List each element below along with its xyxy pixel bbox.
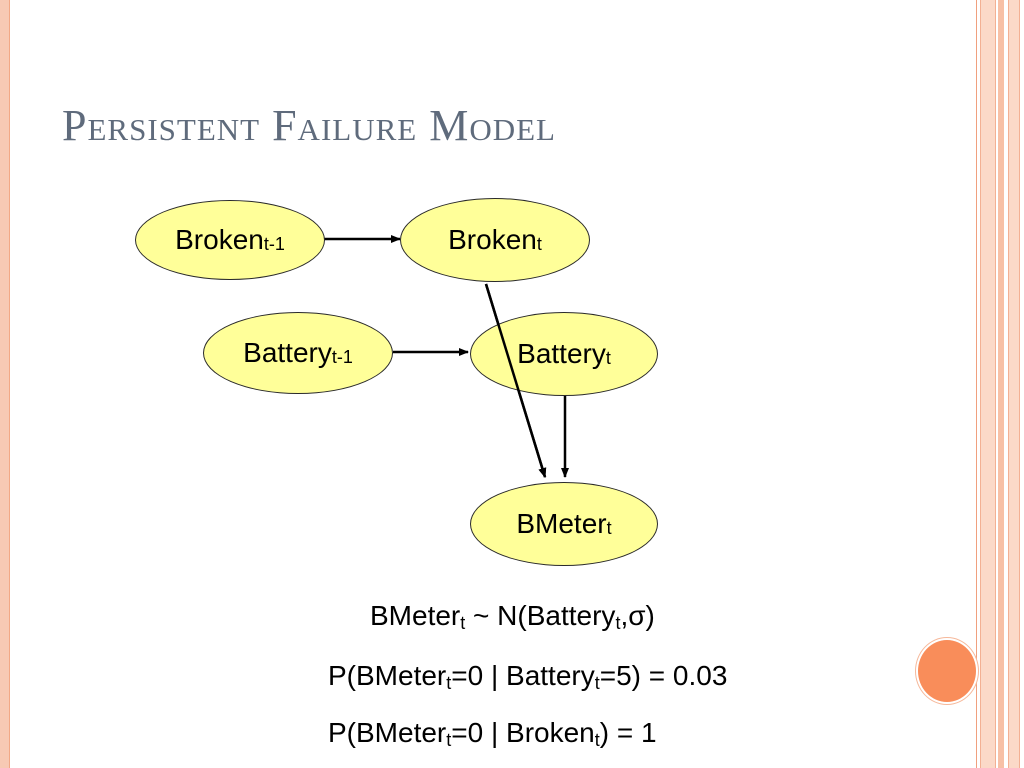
slide-title: Persistent Failure Model — [62, 101, 556, 150]
equation-bmeter-given-battery: P(BMetert=0 | Batteryt=5) = 0.03 — [328, 660, 728, 693]
eq-part: P(BMeter — [328, 717, 447, 748]
left-frame-border — [0, 0, 10, 768]
eq-subscript: t — [615, 613, 621, 633]
node-subscript: t — [605, 347, 611, 368]
node-subscript: t-1 — [263, 233, 285, 254]
node-label: Broken — [448, 224, 537, 255]
node-label: BMeter — [516, 508, 607, 539]
eq-subscript: t — [594, 730, 600, 750]
eq-part: P(BMeter — [328, 660, 447, 691]
eq-subscript: t — [460, 613, 466, 633]
eq-part: =5) = 0.03 — [599, 660, 728, 691]
eq-subscript: t — [446, 730, 452, 750]
eq-subscript: t — [594, 673, 600, 693]
eq-part: BMeter — [370, 600, 461, 631]
eq-part: ,σ) — [620, 600, 655, 631]
equation-bmeter-distribution: BMetert ~ N(Batteryt,σ) — [370, 600, 655, 633]
eq-part: ~ N(Battery — [465, 600, 616, 631]
node-subscript: t-1 — [331, 346, 353, 367]
eq-part: =0 | Broken — [451, 717, 595, 748]
decorative-orange-circle — [916, 638, 978, 704]
eq-part: ) = 1 — [599, 717, 657, 748]
node-label: Battery — [243, 337, 332, 368]
equation-bmeter-given-broken: P(BMetert=0 | Brokent) = 1 — [328, 717, 657, 750]
node-label: Battery — [517, 338, 606, 369]
node-label: Broken — [175, 224, 264, 255]
eq-subscript: t — [446, 673, 452, 693]
node-subscript: t — [536, 233, 542, 254]
right-frame-border — [976, 0, 1024, 768]
node-subscript: t — [606, 517, 612, 538]
eq-part: =0 | Battery — [451, 660, 595, 691]
